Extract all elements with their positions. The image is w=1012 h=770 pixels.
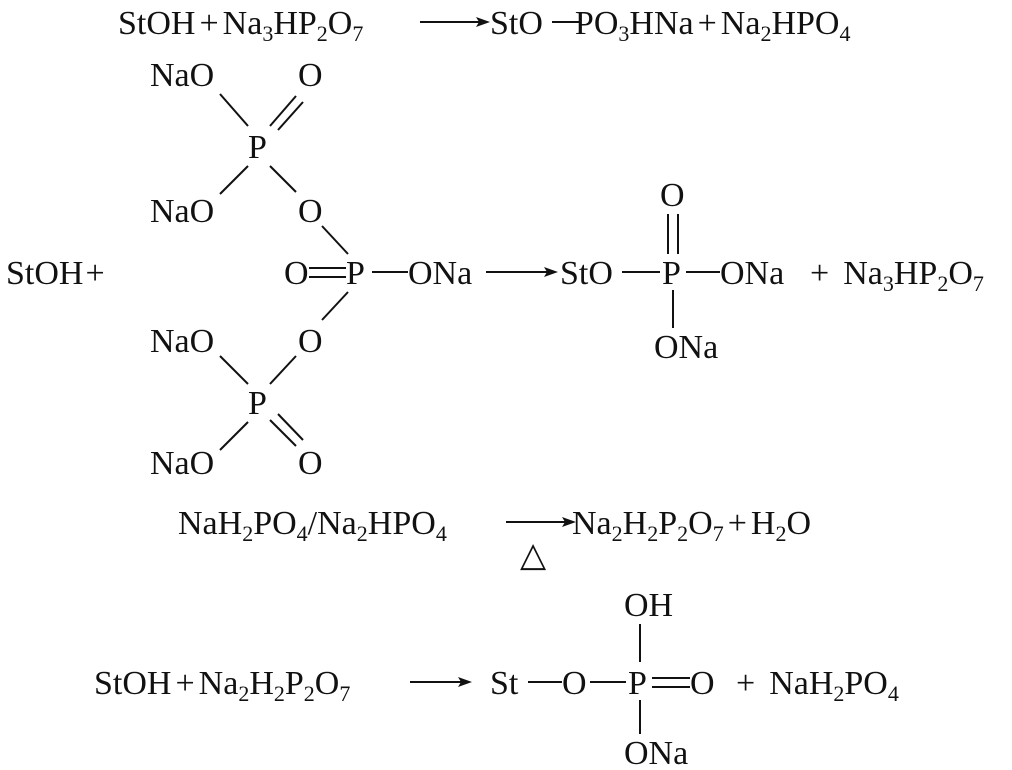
top-nao-upper: NaO	[150, 57, 214, 94]
bond	[219, 165, 249, 195]
bond	[321, 291, 349, 321]
reaction-1-arrowhead	[476, 17, 490, 27]
bond	[269, 165, 297, 193]
center-p: P	[346, 255, 365, 292]
reaction-4-byproduct: +NaH2PO4	[736, 665, 899, 706]
bottom-o-lower: O	[298, 445, 323, 482]
center-o-double: O	[284, 255, 309, 292]
product-sto: StO	[560, 255, 613, 292]
reaction-1-reactant: StOH+Na3HP2O7	[118, 5, 363, 46]
reaction-2-arrowhead	[544, 267, 558, 277]
reaction-2: StOH+ NaO O P NaO O O P ONa O NaO P NaO …	[6, 57, 984, 482]
bottom-o-bridge: O	[298, 323, 323, 360]
product-oh: OH	[624, 587, 673, 624]
product-st: St	[490, 665, 519, 702]
bond	[277, 101, 304, 131]
reaction-2-byproduct: +Na3HP2O7	[810, 255, 984, 296]
bond	[219, 93, 249, 127]
product-p: P	[628, 665, 647, 702]
top-o-bridge: O	[298, 193, 323, 230]
product-ona-right: ONa	[720, 255, 784, 292]
bond	[219, 421, 249, 451]
bond	[277, 413, 304, 441]
bottom-nao-lower: NaO	[150, 445, 214, 482]
product-ona-bottom: ONa	[654, 329, 718, 366]
reaction-3: NaH2PO4/Na2HPO4 △ Na2H2P2O7+H2O	[178, 505, 811, 574]
top-o-upper: O	[298, 57, 323, 94]
bond	[219, 355, 249, 385]
center-ona: ONa	[408, 255, 472, 292]
top-nao-lower: NaO	[150, 193, 214, 230]
heat-condition: △	[520, 537, 547, 574]
product-p: P	[662, 255, 681, 292]
bond	[321, 225, 349, 255]
product-o-top: O	[660, 177, 685, 214]
bottom-p: P	[248, 385, 267, 422]
bond	[269, 355, 297, 385]
product-o-left: O	[562, 665, 587, 702]
product-o-right: O	[690, 665, 715, 702]
bottom-nao-upper: NaO	[150, 323, 214, 360]
reaction-3-reactant: NaH2PO4/Na2HPO4	[178, 505, 447, 546]
reaction-3-arrowhead	[562, 517, 576, 527]
reaction-4-reactant: StOH+Na2H2P2O7	[94, 665, 350, 706]
reaction-3-product: Na2H2P2O7+H2O	[572, 505, 811, 546]
bond	[269, 95, 297, 127]
bond	[269, 419, 297, 447]
product-ona: ONa	[624, 735, 688, 770]
top-p: P	[248, 129, 267, 166]
reaction-2-reactant-prefix: StOH+	[6, 255, 105, 292]
reaction-4-arrowhead	[458, 677, 472, 687]
reaction-4: StOH+Na2H2P2O7 St O P O OH ONa +NaH2PO4	[94, 587, 899, 770]
